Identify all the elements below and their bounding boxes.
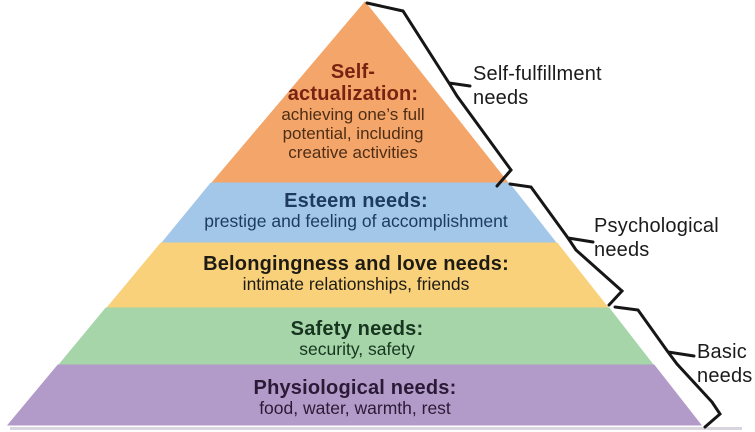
level-text-physiological: Physiological needs: food, water, warmth… [254,377,457,419]
pyramid-level-physiological-shape [6,364,703,426]
brace-basic [613,305,722,429]
level-description: food, water, warmth, rest [259,398,451,418]
level-description: achieving one’s full potential, includin… [281,105,425,162]
level-heading: Belongingness and love needs: [203,253,509,275]
level-heading: Self-actualization: [287,61,419,105]
group-label-basic: Basic needs [697,341,753,387]
level-text-self-actualization: Self-actualization: achieving one’s full… [267,61,439,162]
level-text-safety: Safety needs: security, safety [291,318,424,360]
level-description: intimate relationships, friends [242,274,470,294]
level-heading: Safety needs: [290,318,424,340]
group-label-self-fulfillment: Self-fulfillment needs [473,63,602,109]
level-text-belongingness: Belongingness and love needs: intimate r… [203,253,509,295]
level-description: security, safety [299,339,415,359]
level-text-esteem: Esteem needs: prestige and feeling of ac… [204,190,508,232]
level-heading: Physiological needs: [253,377,457,399]
brace-psychological [508,182,625,307]
level-heading: Esteem needs: [284,190,428,212]
brace-self-fulfillment [365,1,513,188]
level-description: prestige and feeling of accomplishment [204,211,508,231]
group-label-psychological: Psychological needs [594,215,719,261]
